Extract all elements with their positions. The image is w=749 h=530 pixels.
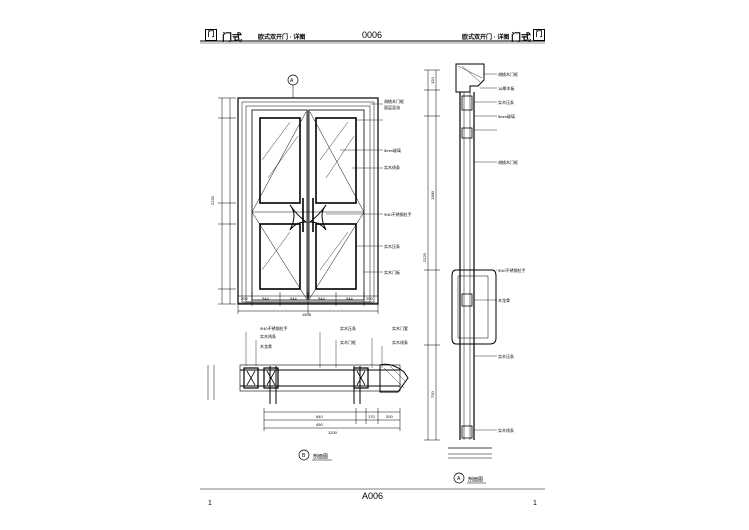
page-left: 1 [208,500,212,507]
elevation-marker-label: A [290,78,294,84]
callout-sec-3: 5mm玻璃 [498,113,515,119]
header-left-subtitle: 欧式双开门 · 详图 [258,35,306,41]
callout-sec-6: 木龙骨 [498,297,510,303]
header-left-title: 门式 [222,33,242,44]
callout-plan-2: 木龙骨 [260,343,272,349]
dim-eb-4: 544 [346,296,353,301]
dim-plan-4: 1200 [328,430,338,435]
callout-sec-0: 胡桃木门框 [498,71,518,77]
callout-elev-0: 胡桃木门框 [384,98,404,104]
dim-plan-2: 170 [368,414,375,419]
dim-plan-1: 450 [316,422,323,427]
dim-sec-1: 1380 [430,190,435,200]
dim-sec-0: 120 [430,77,435,84]
sheet-number: A006 [362,491,384,501]
callout-plan-4: 实木门框 [340,339,356,345]
callout-plan-6: 实木线条 [392,339,408,345]
callout-sec-7: 实木压条 [498,353,514,359]
callout-elev-1: 面层混油 [384,104,400,110]
callout-sec-8: 实木线条 [498,427,514,433]
header-right-subtitle: 欧式双开门 · 详图 [462,35,510,41]
dim-eb-3: 544 [318,296,325,301]
page-right: 1 [533,500,537,507]
callout-elev-3: 实木线条 [384,164,400,170]
plan-section-b [207,332,409,461]
section-b-title: 剖面图 [313,453,328,460]
side-section-a [424,63,497,484]
callout-elev-6: 实木门板 [384,269,400,275]
callout-plan-1: 实木线条 [260,333,276,339]
dim-eb-5: 200 [366,296,373,301]
callout-sec-1: 18厚木板 [498,85,514,91]
dim-eb-0: 200 [241,296,248,301]
header-code: 0006 [362,30,383,40]
callout-sec-5: Φ40不锈钢拉手 [498,267,526,273]
callout-sec-2: 实木压条 [498,99,514,105]
dim-elev-left: 2220 [210,195,215,205]
front-elevation [218,74,383,314]
section-b-marker: B [302,453,306,459]
callout-elev-2: 5mm玻璃 [384,147,401,153]
dim-eb-2: 544 [290,296,297,301]
dim-sec-3: 2220 [422,252,427,262]
callout-sec-4: 胡桃木门框 [498,159,518,165]
dim-plan-3: 200 [386,414,393,419]
callout-plan-5: 实木门套 [392,325,408,331]
section-a-title: 剖面图 [468,476,483,483]
callout-plan-0: Φ40不锈钢拉手 [260,325,288,331]
callout-elev-4: Φ40不锈钢拉手 [384,211,412,217]
header-right-title: 门式 [511,33,531,44]
section-a-marker: A [457,476,461,482]
dim-eb-1: 544 [262,296,269,301]
dim-plan-0: 640 [316,414,323,419]
callout-elev-5: 实木压条 [384,243,400,249]
callout-plan-3: 实木压条 [340,325,356,331]
dim-elev-total: 1508 [302,312,312,317]
dim-sec-2: 720 [430,391,435,398]
